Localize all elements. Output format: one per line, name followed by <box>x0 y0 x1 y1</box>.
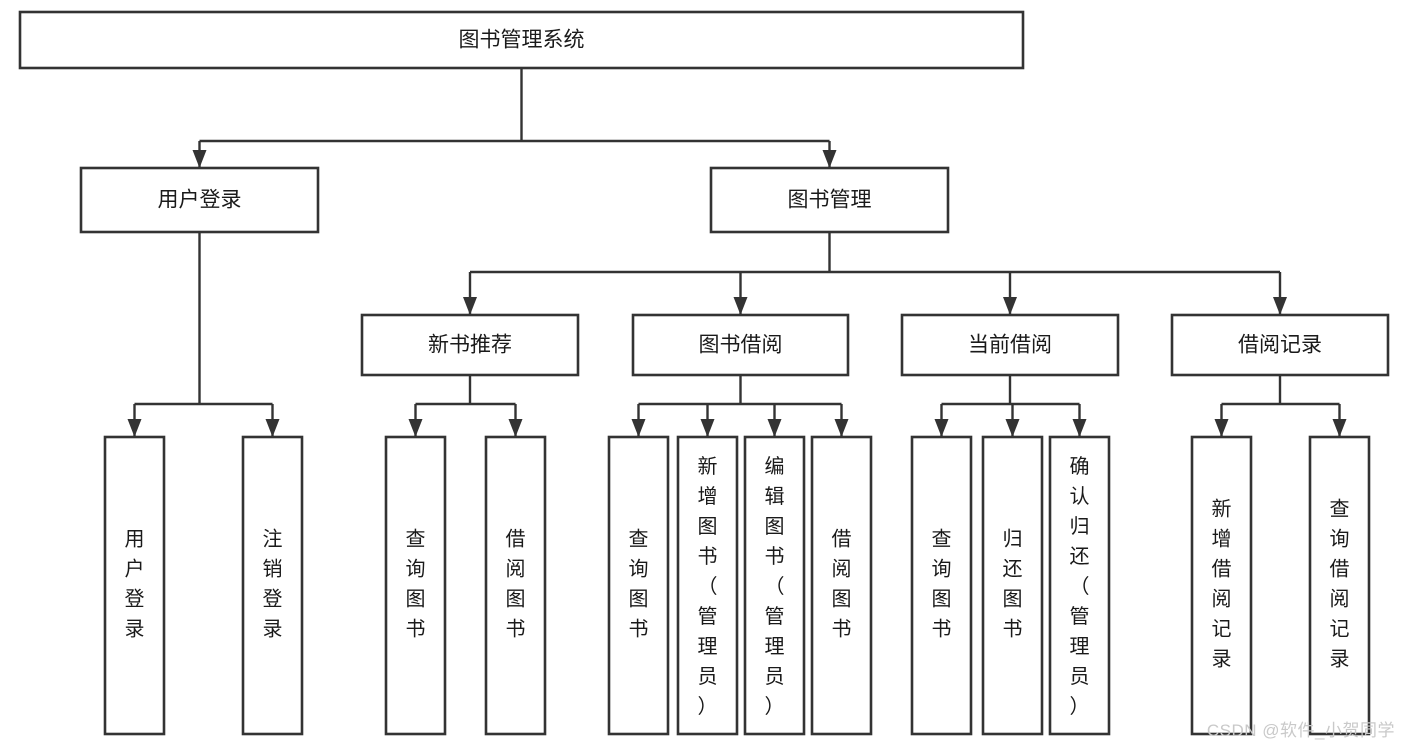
node-box <box>743 435 806 736</box>
node-label: 图书借阅 <box>699 334 783 357</box>
node-l3-2[interactable]: 当前借阅 <box>900 313 1120 377</box>
node-label: 借阅图书 <box>832 528 852 641</box>
node-leaf-4[interactable]: 查询图书 <box>607 435 670 736</box>
node-leaf-5[interactable]: 新增图书（管理员） <box>676 435 739 736</box>
node-box <box>607 435 670 736</box>
l3-1-to-leaf-arrow-0 <box>631 419 646 437</box>
node-label: 新增图书（管理员） <box>698 455 718 718</box>
l3-1-to-leaf-arrow-2 <box>767 419 782 437</box>
node-box <box>484 435 547 736</box>
node-label: 查询图书 <box>932 528 952 641</box>
nodes-layer: 图书管理系统用户登录图书管理新书推荐图书借阅当前借阅借阅记录用户登录注销登录查询… <box>18 10 1390 736</box>
node-label: 确认归还（管理员） <box>1070 455 1090 718</box>
node-leaf-11[interactable]: 新增借阅记录 <box>1190 435 1253 736</box>
l3-2-to-leaf-arrow-1 <box>1005 419 1020 437</box>
node-label: 归还图书 <box>1003 528 1023 641</box>
node-label: 新增借阅记录 <box>1212 498 1232 671</box>
node-leaf-10[interactable]: 确认归还（管理员） <box>1048 435 1111 736</box>
node-box <box>18 10 1025 70</box>
node-label: 查询图书 <box>406 528 426 641</box>
l3-0-to-leaf-arrow-0 <box>408 419 423 437</box>
node-box <box>676 435 739 736</box>
mgmt-to-l3-arrow-3 <box>1273 297 1287 315</box>
l3-1-to-leaf-arrow-1 <box>700 419 715 437</box>
node-box <box>241 435 304 736</box>
node-l3-1[interactable]: 图书借阅 <box>631 313 850 377</box>
connections-layer <box>127 68 1347 437</box>
node-l2-0[interactable]: 用户登录 <box>79 166 320 234</box>
node-label: 图书管理 <box>788 189 872 212</box>
l3-0-to-leaf-arrow-1 <box>508 419 523 437</box>
node-l3-0[interactable]: 新书推荐 <box>360 313 580 377</box>
node-leaf-2[interactable]: 查询图书 <box>384 435 447 736</box>
node-label: 借阅记录 <box>1238 334 1322 357</box>
node-box <box>810 435 873 736</box>
node-box <box>1170 313 1390 377</box>
node-label: 用户登录 <box>125 529 145 641</box>
node-label: 查询图书 <box>629 528 649 641</box>
node-box <box>103 435 166 736</box>
root-to-l2-arrow-1 <box>822 150 837 168</box>
node-root-0[interactable]: 图书管理系统 <box>18 10 1025 70</box>
node-label: 借阅图书 <box>506 528 526 641</box>
root-to-l2-arrow-0 <box>192 150 207 168</box>
node-box <box>384 435 447 736</box>
node-label: 用户登录 <box>158 189 242 212</box>
l3-2-to-leaf-arrow-0 <box>934 419 949 437</box>
node-l2-1[interactable]: 图书管理 <box>709 166 950 234</box>
login-to-leaf-arrow-1 <box>265 419 280 437</box>
node-l3-3[interactable]: 借阅记录 <box>1170 313 1390 377</box>
node-box <box>1048 435 1111 736</box>
node-box <box>360 313 580 377</box>
node-label: 图书管理系统 <box>459 29 585 52</box>
node-label: 新书推荐 <box>428 334 512 357</box>
l3-1-to-leaf-arrow-3 <box>834 419 849 437</box>
node-label: 编辑图书（管理员） <box>765 455 785 718</box>
node-box <box>981 435 1044 736</box>
node-label: 查询借阅记录 <box>1330 498 1350 671</box>
node-box <box>1308 435 1371 736</box>
node-leaf-0[interactable]: 用户登录 <box>103 435 166 736</box>
node-box <box>1190 435 1253 736</box>
node-label: 当前借阅 <box>968 334 1052 357</box>
node-leaf-7[interactable]: 借阅图书 <box>810 435 873 736</box>
node-leaf-9[interactable]: 归还图书 <box>981 435 1044 736</box>
node-leaf-6[interactable]: 编辑图书（管理员） <box>743 435 806 736</box>
mgmt-to-l3-arrow-1 <box>733 297 748 315</box>
mgmt-to-l3-arrow-2 <box>1003 297 1017 315</box>
node-box <box>631 313 850 377</box>
node-box <box>900 313 1120 377</box>
node-leaf-12[interactable]: 查询借阅记录 <box>1308 435 1371 736</box>
l3-3-to-leaf-arrow-0 <box>1214 419 1229 437</box>
node-box <box>910 435 973 736</box>
node-label: 注销登录 <box>263 528 283 641</box>
watermark-label: CSDN @软件_小贺同学 <box>1206 721 1395 740</box>
l3-2-to-leaf-arrow-2 <box>1072 419 1087 437</box>
node-leaf-8[interactable]: 查询图书 <box>910 435 973 736</box>
login-to-leaf-arrow-0 <box>127 419 142 437</box>
node-leaf-3[interactable]: 借阅图书 <box>484 435 547 736</box>
node-box <box>79 166 320 234</box>
node-box <box>709 166 950 234</box>
node-leaf-1[interactable]: 注销登录 <box>241 435 304 736</box>
l3-3-to-leaf-arrow-1 <box>1332 419 1347 437</box>
mgmt-to-l3-arrow-0 <box>463 297 477 315</box>
